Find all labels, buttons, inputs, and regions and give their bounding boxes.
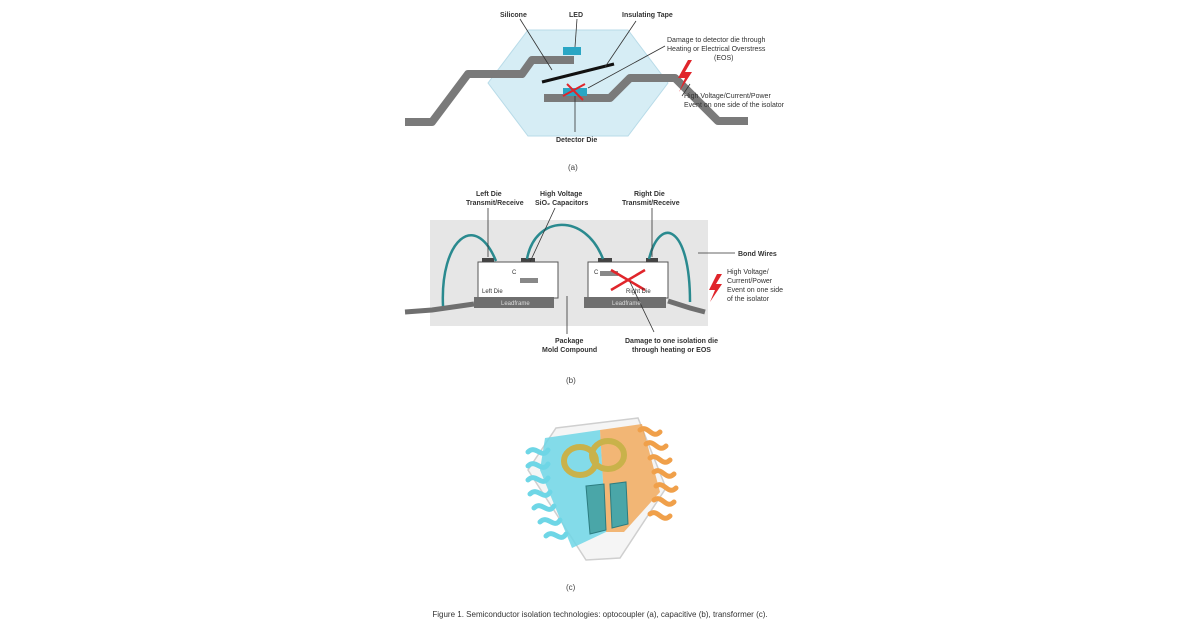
label-event-b-line-4: of the isolator bbox=[727, 296, 770, 303]
damage-x-mark bbox=[562, 83, 586, 101]
label-silicone: Silicone bbox=[500, 12, 527, 19]
left-pad-1 bbox=[482, 258, 494, 262]
right-capacitor-plate bbox=[600, 271, 618, 276]
label-damage-line-1: Damage to detector die through bbox=[667, 37, 766, 44]
label-right-die-line-2: Transmit/Receive bbox=[622, 200, 680, 207]
label-capacitor-left: C bbox=[512, 270, 517, 276]
leader-event bbox=[681, 83, 691, 97]
label-event-line-2: Event on one side of the isolator bbox=[684, 102, 785, 109]
label-event-b-line-1: High Voltage/ bbox=[727, 269, 769, 276]
label-event-b-line-2: Current/Power bbox=[727, 278, 773, 285]
label-damage-b-line-2: through heating or EOS bbox=[632, 347, 711, 354]
transformer-coil-right bbox=[589, 438, 627, 472]
label-hv-line-1: High Voltage bbox=[540, 191, 582, 198]
left-die bbox=[477, 261, 559, 299]
panel-b-capacitive: Left Die Transmit/Receive High Voltage S… bbox=[404, 191, 783, 385]
right-pad-1 bbox=[598, 258, 612, 262]
right-lead bbox=[544, 74, 748, 125]
label-right-die-line-1: Right Die bbox=[634, 191, 665, 198]
left-pins bbox=[525, 447, 569, 540]
label-left-die-line-2: Transmit/Receive bbox=[466, 200, 524, 207]
left-leadframe bbox=[474, 297, 554, 308]
label-left-die-line-1: Left Die bbox=[476, 191, 502, 198]
leader-led bbox=[574, 18, 578, 48]
panel-a-tag: (a) bbox=[568, 163, 578, 172]
lightning-bolt-icon-b bbox=[709, 274, 722, 302]
damage-x-mark-b bbox=[610, 268, 646, 292]
label-detector-die: Detector Die bbox=[556, 137, 597, 144]
figure-caption: Figure 1. Semiconductor isolation techno… bbox=[432, 610, 768, 619]
right-pins bbox=[637, 426, 679, 521]
leader-damage bbox=[587, 45, 666, 89]
label-event-b-line-3: Event on one side bbox=[727, 287, 783, 294]
label-damage-line-3: (EOS) bbox=[714, 55, 733, 62]
right-lead-b bbox=[667, 298, 706, 315]
leader-hv-caps bbox=[529, 207, 556, 263]
label-insulating-tape: Insulating Tape bbox=[622, 12, 673, 19]
label-led: LED bbox=[569, 12, 583, 19]
left-capacitor-plate bbox=[520, 278, 538, 283]
left-lead bbox=[405, 56, 574, 126]
label-left-die-inbox: Left Die bbox=[482, 289, 503, 295]
label-hv-line-2: SiO₂ Capacitors bbox=[535, 200, 588, 207]
label-event-line-1: High Voltage/Current/Power bbox=[684, 93, 771, 100]
leader-silicone bbox=[519, 18, 553, 71]
panel-c-transformer: (c) bbox=[525, 417, 679, 592]
bond-wire-middle bbox=[525, 223, 605, 260]
transformer-die-left bbox=[585, 483, 607, 535]
lightning-bolt-icon bbox=[678, 60, 692, 92]
right-pad-2 bbox=[646, 258, 658, 262]
label-package-line-1: Package bbox=[555, 338, 584, 345]
left-pad-2 bbox=[521, 258, 535, 262]
led-die bbox=[563, 47, 581, 55]
right-leadframe bbox=[584, 297, 666, 308]
left-lead-b bbox=[404, 301, 475, 315]
panel-a-optocoupler: Silicone LED Insulating Tape Damage to d… bbox=[405, 12, 785, 172]
label-damage-line-2: Heating or Electrical Overstress bbox=[667, 46, 766, 53]
label-damage-b-line-1: Damage to one isolation die bbox=[625, 338, 718, 345]
label-bond-wires: Bond Wires bbox=[738, 251, 777, 258]
label-right-die-inbox: Right Die bbox=[626, 289, 651, 295]
bond-wire-right-outer bbox=[647, 231, 692, 303]
insulating-tape bbox=[541, 62, 615, 84]
label-leadframe-left: Leadframe bbox=[501, 301, 530, 307]
label-leadframe-right: Leadframe bbox=[612, 301, 641, 307]
optocoupler-package bbox=[487, 29, 669, 137]
leader-damage-b bbox=[629, 281, 655, 333]
transformer-die-right bbox=[609, 481, 629, 529]
right-die bbox=[587, 261, 669, 299]
leader-tape bbox=[604, 20, 637, 68]
label-capacitor-right: C bbox=[594, 270, 599, 276]
label-package-line-2: Mold Compound bbox=[542, 347, 597, 354]
panel-c-tag: (c) bbox=[566, 583, 576, 592]
panel-b-tag: (b) bbox=[566, 376, 576, 385]
